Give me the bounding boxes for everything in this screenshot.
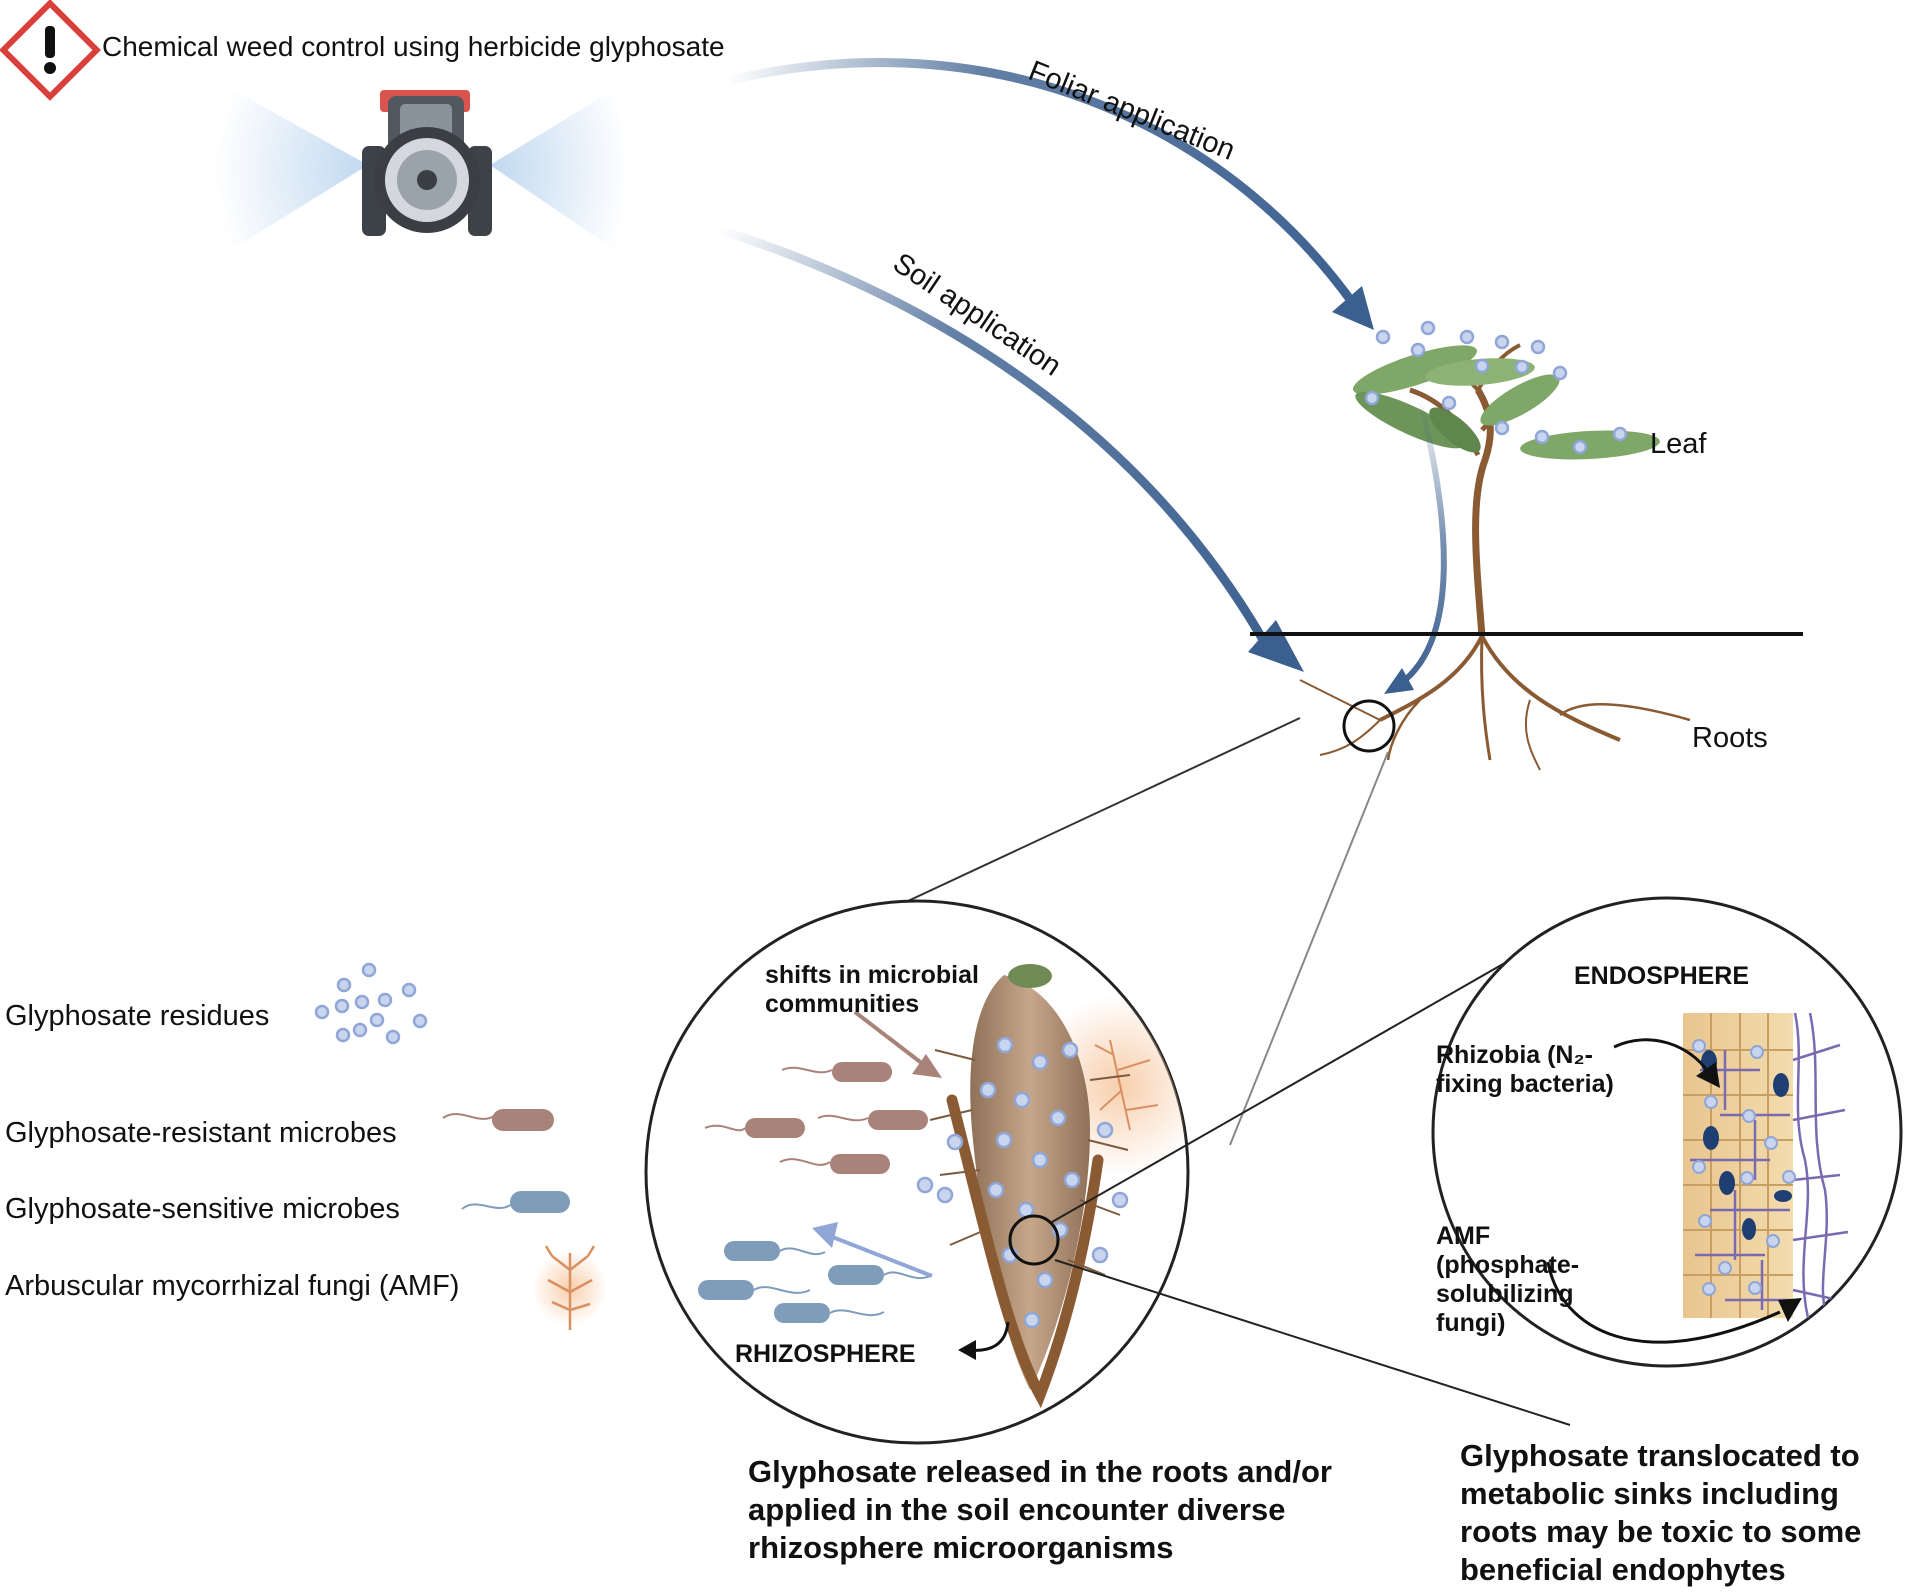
endosphere-title: ENDOSPHERE	[1574, 962, 1750, 990]
amf-endosphere-label: AMF (phosphate-solubilizing fungi)	[1436, 1222, 1580, 1337]
legend-residue-icon	[314, 962, 428, 1045]
rhizosphere-title: RHIZOSPHERE	[735, 1340, 916, 1368]
plant-illustration	[1299, 343, 1691, 771]
legend-sensitive-label: Glyphosate-sensitive microbes	[5, 1193, 400, 1225]
root-zoom-circle	[1342, 699, 1396, 753]
leaf-label: Leaf	[1650, 428, 1707, 460]
legend-resistant-microbe-icon	[442, 1109, 554, 1131]
foliar-arrowhead	[1332, 286, 1374, 330]
foliar-application-arrow	[728, 58, 1356, 305]
soil-application-arrow	[718, 225, 1266, 641]
shifts-label: shifts in microbial communities	[765, 961, 979, 1018]
endosphere-circle	[1431, 896, 1903, 1368]
legend-residues-label: Glyphosate residues	[5, 1000, 270, 1032]
rhizosphere-circle	[644, 899, 1190, 1445]
legend-sensitive-microbe-icon	[461, 1191, 570, 1213]
hazard-warning-icon	[0, 0, 101, 101]
roots-label: Roots	[1692, 722, 1768, 754]
leaf-glyphosate-residues	[1364, 320, 1628, 455]
soil-arrowhead	[1248, 620, 1304, 672]
hazard-title: Chemical weed control using herbicide gl…	[102, 31, 725, 62]
endosphere-caption: Glyphosate translocated to metabolic sin…	[1460, 1438, 1862, 1587]
legend-amf-label: Arbuscular mycorrhizal fungi (AMF)	[5, 1270, 460, 1302]
rhizosphere-caption: Glyphosate released in the roots and/or …	[748, 1454, 1332, 1565]
tractor-sprayer-icon	[215, 80, 630, 260]
legend-resistant-label: Glyphosate-resistant microbes	[5, 1117, 397, 1149]
rhizobia-label: Rhizobia (N₂- fixing bacteria)	[1436, 1041, 1614, 1098]
legend-amf-icon	[532, 1245, 608, 1330]
